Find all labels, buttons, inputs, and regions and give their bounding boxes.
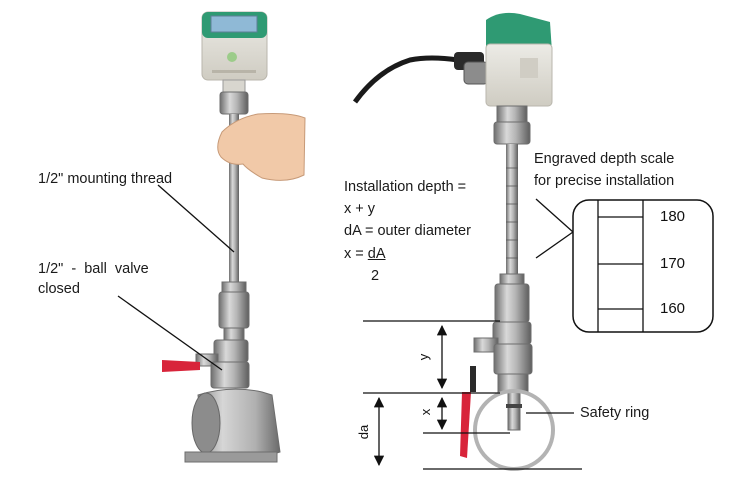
left-sensor-head [201, 11, 268, 81]
label-x-formula: x = dA [344, 245, 386, 263]
left-upper-nut [219, 91, 249, 115]
right-valve-handle [460, 392, 471, 458]
leader-ball-valve [117, 295, 223, 371]
label-install-sum: x + y [344, 201, 376, 217]
right-sensor-assembly [352, 12, 555, 471]
label-x-denominator: 2 [371, 268, 380, 284]
dim-label-y: y [416, 353, 431, 360]
scale-value-170: 170 [660, 255, 686, 272]
sensor-cable [352, 55, 459, 104]
dim-label-x: x [418, 408, 433, 415]
right-neck [496, 105, 528, 123]
left-valve-handle [162, 360, 200, 372]
x-formula-numerator: dA [367, 246, 386, 262]
left-fitting [218, 291, 250, 329]
probe-tip [507, 391, 521, 431]
label-outer-diameter: dA = outer diameter [344, 223, 471, 239]
label-ball-valve-line2: closed [38, 281, 80, 297]
label-safety-ring: Safety ring [580, 405, 650, 421]
scale-value-160: 160 [660, 300, 686, 317]
dimension-lines [363, 320, 582, 470]
right-sensor-head [485, 12, 553, 107]
depth-scale-box [572, 199, 714, 333]
label-ball-valve-line1: 1/2" - ball valve [38, 261, 149, 277]
right-ball-valve [460, 321, 533, 458]
scale-callout-lines [535, 198, 574, 259]
safety-ring-marker [506, 404, 522, 408]
right-upper-nut [493, 121, 531, 145]
dim-label-da: da [356, 424, 371, 439]
x-formula-prefix: x = [344, 246, 368, 262]
left-neck [222, 79, 246, 93]
left-probe-rod [229, 114, 239, 284]
left-ball-valve [162, 339, 250, 389]
label-install-depth: Installation depth = [344, 179, 467, 195]
hand-illustration [217, 113, 306, 181]
leader-mounting-thread [157, 184, 235, 253]
label-scale-title1: Engraved depth scale [534, 151, 675, 167]
right-probe-rod [506, 144, 518, 274]
right-fitting [494, 283, 530, 323]
rod-depth-marks [506, 167, 518, 259]
left-sensor-assembly [162, 11, 306, 463]
right-fitting-top [499, 273, 525, 285]
scale-value-180: 180 [660, 208, 686, 225]
left-fitting-top [221, 281, 247, 293]
label-mounting-thread: 1/2" mounting thread [38, 171, 173, 187]
left-pipe-saddle [184, 388, 281, 463]
label-scale-title2: for precise installation [534, 173, 675, 189]
